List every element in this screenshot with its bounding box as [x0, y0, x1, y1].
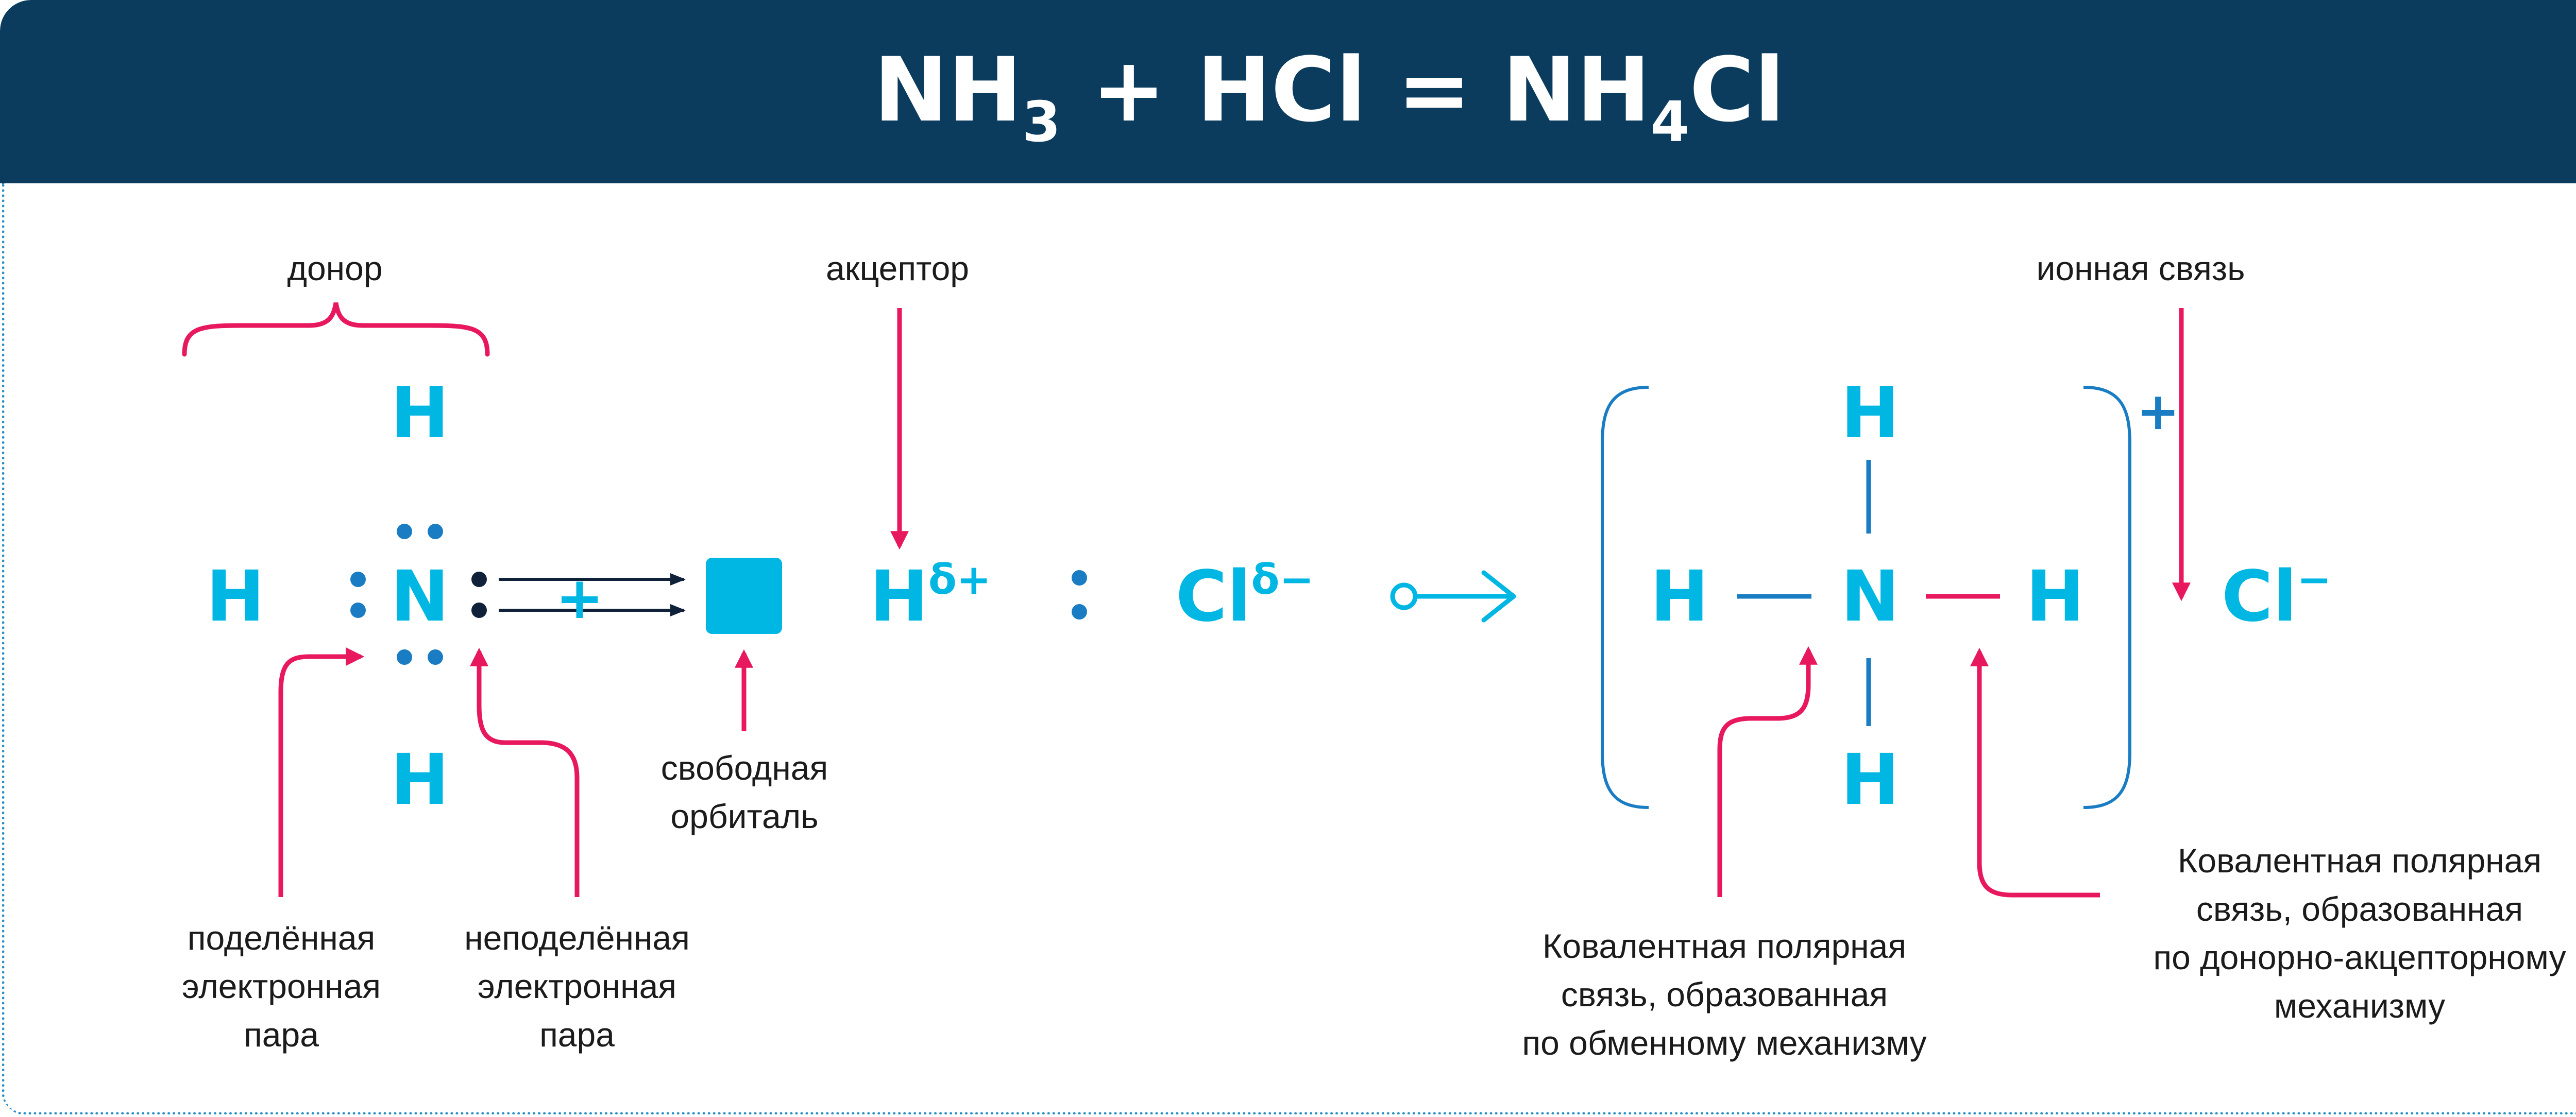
- electron-left-1: [350, 572, 366, 587]
- label-free-orbital-line-1: свободная: [660, 749, 828, 787]
- reaction-arrow-start: [1390, 582, 1418, 610]
- reaction-arrow-head: [1481, 570, 1516, 623]
- label-lone-pair-line-3: пара: [539, 1016, 615, 1054]
- lone-pair-electron-2: [471, 603, 487, 618]
- product-n: N: [1841, 556, 1900, 638]
- electron-bottom-1: [397, 649, 412, 665]
- atom-h-hcl-symbol: H: [870, 556, 928, 638]
- label-donor-acceptor-bond-line-1: Ковалентная полярная: [2177, 841, 2542, 880]
- header-bar: NH3 + HCl = NH4Cl: [0, 0, 2576, 183]
- label-shared-pair: поделённая электронная пара: [127, 914, 436, 1059]
- delta-minus-charge: δ−: [1251, 556, 1314, 604]
- label-exchange-bond-line-1: Ковалентная полярная: [1542, 927, 1907, 965]
- donor-brace: [182, 302, 490, 357]
- atom-h-hcl: Hδ+: [870, 558, 991, 635]
- label-free-orbital: свободная орбиталь: [590, 744, 899, 840]
- equation-product-subscript: 4: [1650, 90, 1689, 154]
- lone-pair-arrow: [470, 647, 580, 897]
- plus-sign: +: [555, 565, 604, 632]
- free-orbital-square: [706, 558, 782, 634]
- equation-equals: =: [1397, 38, 1471, 142]
- exchange-bond-arrow: [1717, 646, 1818, 897]
- atom-n: N: [391, 556, 449, 638]
- electron-bottom-2: [428, 649, 443, 665]
- label-donor: донор: [287, 249, 383, 287]
- electron-left-2: [350, 603, 366, 618]
- shared-pair-arrow: [278, 647, 365, 897]
- ammonium-charge: +: [2137, 381, 2180, 441]
- equation-plus: +: [1091, 38, 1166, 142]
- label-donor-acceptor-bond-line-4: механизму: [2274, 987, 2446, 1025]
- atom-cl-hcl: Clδ−: [1176, 558, 1314, 635]
- label-donor-acceptor-bond-line-2: связь, образованная: [2196, 890, 2523, 928]
- lone-pair-electron-1: [471, 572, 487, 587]
- chloride-symbol: Cl: [2222, 556, 2297, 638]
- delta-plus-charge: δ+: [928, 556, 991, 604]
- hcl-bond-electron-1: [1072, 570, 1087, 586]
- label-lone-pair-line-1: неподелённая: [464, 919, 690, 957]
- product-h-left: H: [1650, 556, 1709, 638]
- hcl-bond-electron-2: [1072, 604, 1087, 620]
- label-shared-pair-line-3: пара: [244, 1016, 319, 1054]
- atom-cl-hcl-symbol: Cl: [1176, 556, 1251, 638]
- equation-title: NH3 + HCl = NH4Cl: [0, 38, 2576, 150]
- product-h-bottom: H: [1841, 740, 1900, 821]
- atom-h-bottom: H: [391, 740, 449, 821]
- label-exchange-bond: Ковалентная полярная связь, образованная…: [1493, 922, 1956, 1067]
- label-donor-acceptor-bond: Ковалентная полярная связь, образованная…: [2076, 836, 2576, 1030]
- label-exchange-bond-line-2: связь, образованная: [1561, 975, 1888, 1013]
- equation-product: NH: [1502, 38, 1651, 142]
- label-shared-pair-line-1: поделённая: [187, 919, 376, 957]
- atom-h-left: H: [206, 556, 265, 638]
- body-border: [2, 183, 2576, 1114]
- label-shared-pair-line-2: электронная: [181, 967, 381, 1005]
- chloride-charge: −: [2297, 556, 2332, 604]
- label-lone-pair: неподелённая электронная пара: [422, 914, 732, 1059]
- label-acceptor: акцептор: [826, 249, 969, 287]
- donor-acceptor-bond-arrow: [1970, 647, 2100, 898]
- label-exchange-bond-line-3: по обменному механизму: [1522, 1024, 1927, 1062]
- equation-reactant2: HCl: [1196, 38, 1366, 142]
- bracket-left: [1601, 386, 1649, 809]
- product-h-top: H: [1841, 373, 1900, 454]
- chloride-ion: Cl−: [2222, 558, 2331, 635]
- product-h-right: H: [2026, 556, 2084, 638]
- atom-h-top: H: [391, 373, 449, 454]
- equation-product-tail: Cl: [1689, 38, 1785, 142]
- label-lone-pair-line-2: электронная: [477, 967, 677, 1005]
- electron-top-1: [397, 524, 412, 539]
- label-ionic-bond: ионная связь: [2036, 249, 2245, 287]
- equation-reactant1: NH: [873, 38, 1022, 142]
- label-free-orbital-line-2: орбиталь: [670, 797, 819, 835]
- label-donor-acceptor-bond-line-3: по донорно-акцепторному: [2153, 938, 2566, 976]
- bracket-right: [2083, 386, 2131, 809]
- electron-top-2: [428, 524, 443, 539]
- equation-reactant1-subscript: 3: [1022, 90, 1061, 154]
